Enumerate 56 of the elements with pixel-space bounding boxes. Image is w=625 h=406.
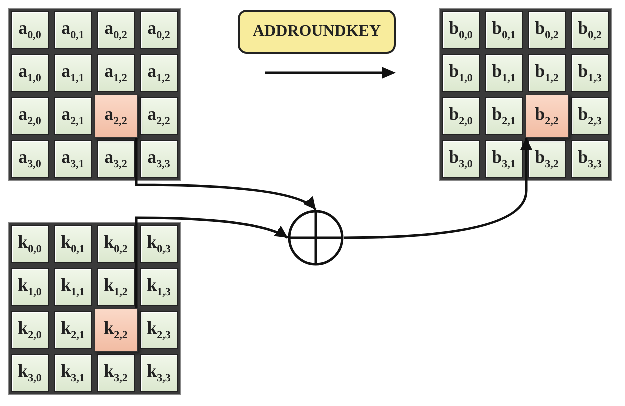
matrix-cell: k$_{2,3}$ — [140, 311, 178, 349]
matrix-cell: a$_{1,2}$ — [97, 54, 135, 92]
matrix-cell: k$_{2,2}$ — [94, 308, 138, 352]
matrix-cell: b$_{1,2}$ — [528, 54, 566, 92]
matrix-cell: a$_{0,1}$ — [54, 11, 92, 49]
state-matrix — [8, 222, 181, 395]
matrix-cell: k$_{0,3}$ — [140, 225, 178, 263]
matrix-cell: b$_{0,0}$ — [442, 11, 480, 49]
matrix-cell: b$_{2,3}$ — [571, 97, 609, 135]
matrix-cell: a$_{1,0}$ — [11, 54, 49, 92]
matrix-cell: b$_{1,1}$ — [485, 54, 523, 92]
matrix-cell: a$_{2,1}$ — [54, 97, 92, 135]
matrix-cell: a$_{3,1}$ — [54, 140, 92, 178]
matrix-cell: b$_{2,0}$ — [442, 97, 480, 135]
arrow — [135, 138, 317, 211]
matrix-cell: k$_{1,1}$ — [54, 268, 92, 306]
matrix-cell: k$_{3,2}$ — [97, 354, 135, 392]
matrix-cell: b$_{1,0}$ — [442, 54, 480, 92]
matrix-cell: a$_{3,0}$ — [11, 140, 49, 178]
matrix-cell: a$_{1,2}$ — [140, 54, 178, 92]
matrix-cell: a$_{3,2}$ — [97, 140, 135, 178]
state-matrix — [439, 8, 612, 181]
matrix-cell: k$_{2,0}$ — [11, 311, 49, 349]
matrix-cell: b$_{0,1}$ — [485, 11, 523, 49]
matrix-cell: k$_{0,2}$ — [97, 225, 135, 263]
matrix-cell: b$_{3,2}$ — [528, 140, 566, 178]
matrix-cell: a$_{2,2}$ — [94, 94, 138, 138]
matrix-cell: k$_{1,0}$ — [11, 268, 49, 306]
matrix-cell: a$_{3,3}$ — [140, 140, 178, 178]
matrix-cell: a$_{0,0}$ — [11, 11, 49, 49]
matrix-cell: b$_{3,0}$ — [442, 140, 480, 178]
matrix-cell: b$_{0,2}$ — [571, 11, 609, 49]
matrix-cell: k$_{3,1}$ — [54, 354, 92, 392]
xor-symbol — [288, 210, 344, 266]
matrix-cell: k$_{0,1}$ — [54, 225, 92, 263]
matrix-cell: a$_{2,2}$ — [140, 97, 178, 135]
matrix-cell: k$_{1,3}$ — [140, 268, 178, 306]
operation-box: ADDROUNDKEY — [238, 10, 396, 54]
matrix-cell: b$_{3,3}$ — [571, 140, 609, 178]
matrix-cell: k$_{2,1}$ — [54, 311, 92, 349]
matrix-cell: k$_{3,3}$ — [140, 354, 178, 392]
matrix-cell: k$_{1,2}$ — [97, 268, 135, 306]
matrix-cell: k$_{3,0}$ — [11, 354, 49, 392]
matrix-cell: b$_{3,1}$ — [485, 140, 523, 178]
arrow — [135, 216, 289, 308]
arrow — [344, 138, 533, 240]
matrix-cell: a$_{2,0}$ — [11, 97, 49, 135]
matrix-cell: a$_{1,1}$ — [54, 54, 92, 92]
matrix-cell: b$_{2,2}$ — [525, 94, 569, 138]
state-matrix — [8, 8, 181, 181]
matrix-cell: k$_{0,0}$ — [11, 225, 49, 263]
matrix-cell: b$_{1,3}$ — [571, 54, 609, 92]
matrix-cell: b$_{0,2}$ — [528, 11, 566, 49]
matrix-cell: a$_{0,2}$ — [140, 11, 178, 49]
matrix-cell: a$_{0,2}$ — [97, 11, 135, 49]
matrix-cell: b$_{2,1}$ — [485, 97, 523, 135]
